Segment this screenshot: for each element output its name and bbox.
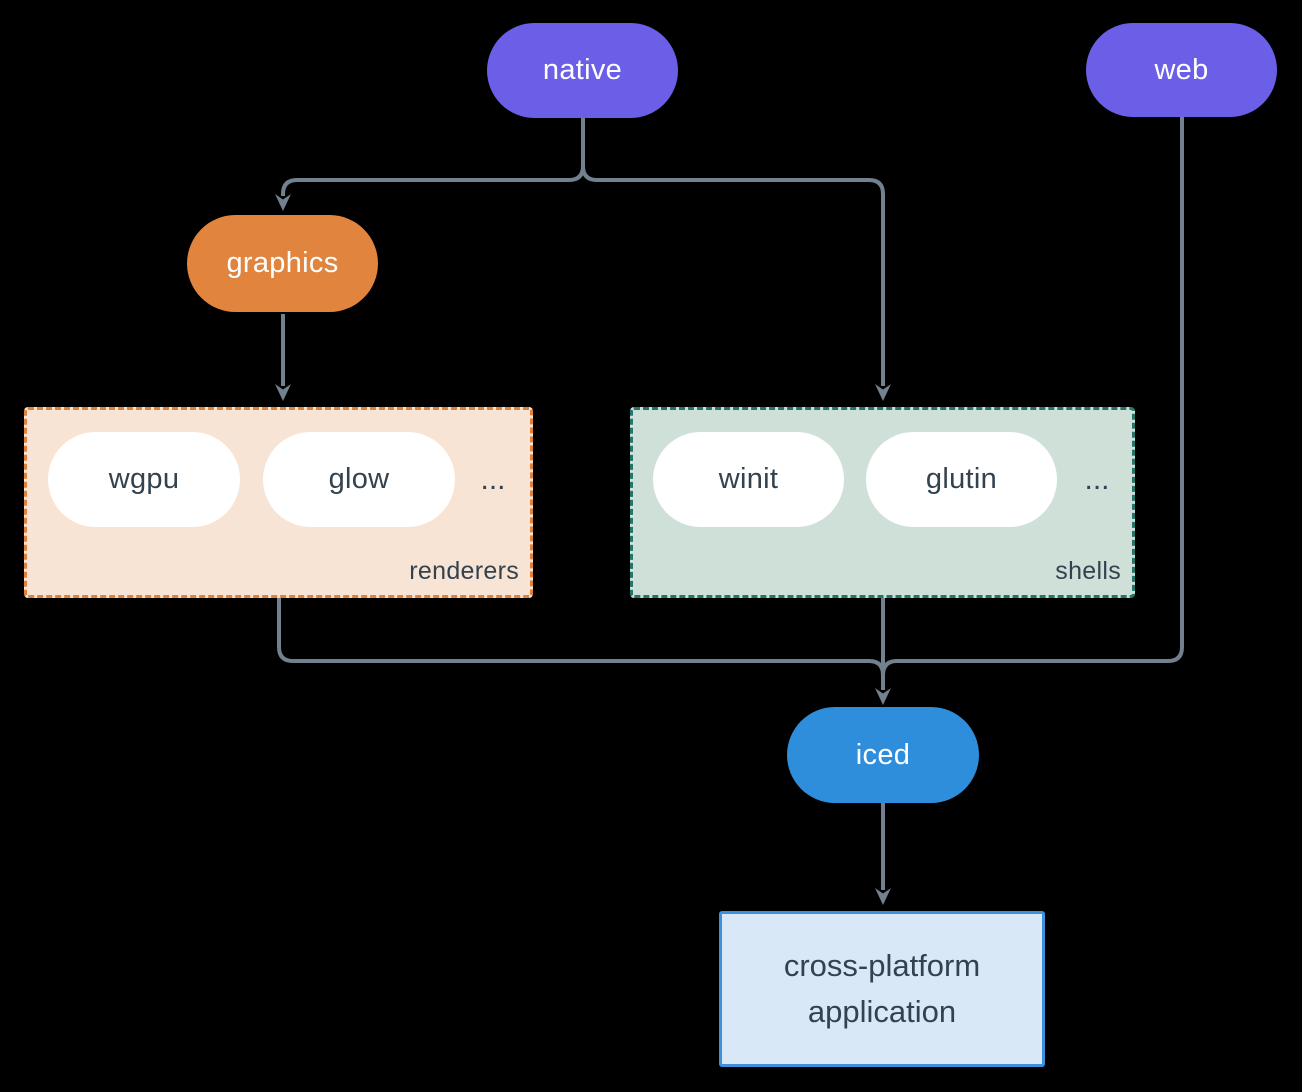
node-iced: iced (787, 707, 979, 803)
node-web-label: web (1154, 53, 1209, 86)
renderers-group-label: renderers (409, 557, 519, 585)
group-renderers: wgpu glow ... renderers (24, 407, 533, 598)
node-winit: winit (653, 432, 844, 527)
renderers-ellipsis: ... (480, 463, 506, 496)
shells-group-label: shells (1055, 557, 1121, 585)
node-glutin-label: glutin (925, 463, 998, 495)
group-shells: winit glutin ... shells (630, 407, 1135, 598)
node-graphics: graphics (187, 215, 378, 312)
node-wgpu-label: wgpu (108, 463, 180, 495)
node-native: native (487, 23, 678, 118)
application-label-line2: application (807, 994, 957, 1029)
edge-renderers-to-iced (277, 598, 885, 676)
node-graphics-label: graphics (226, 247, 339, 279)
node-glutin: glutin (866, 432, 1057, 527)
node-glow: glow (263, 432, 455, 527)
node-web: web (1086, 23, 1277, 117)
application-label-line1: cross-platform (783, 947, 981, 983)
node-glow-label: glow (328, 463, 390, 495)
shells-ellipsis: ... (1084, 463, 1110, 496)
node-iced-label: iced (855, 738, 911, 771)
node-wgpu: wgpu (48, 432, 240, 527)
node-winit-label: winit (718, 463, 779, 495)
node-native-label: native (542, 54, 623, 86)
node-cross-platform-application: cross-platform application (719, 911, 1045, 1067)
edge-native-to-shells (581, 118, 891, 401)
edge-native-to-graphics (275, 118, 585, 211)
